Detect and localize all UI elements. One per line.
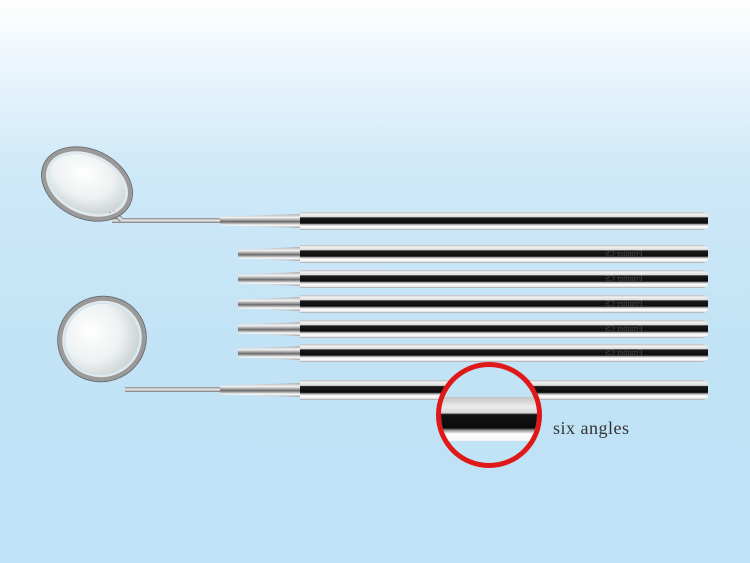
- magnified-callout-circle: [436, 362, 542, 468]
- engraving: Frontier CS: [605, 249, 643, 258]
- mirror-head-bottom: [46, 284, 158, 394]
- caption-text: six angles: [553, 418, 630, 438]
- engraving: Frontier CS: [605, 274, 643, 283]
- mirror-shaft-top: [112, 218, 237, 223]
- engraving: Frontier CS: [605, 324, 643, 333]
- mirror-shaft-bottom: [125, 387, 237, 392]
- engraving: Frontier CS: [605, 348, 643, 357]
- engraving: Frontier CS: [605, 299, 643, 308]
